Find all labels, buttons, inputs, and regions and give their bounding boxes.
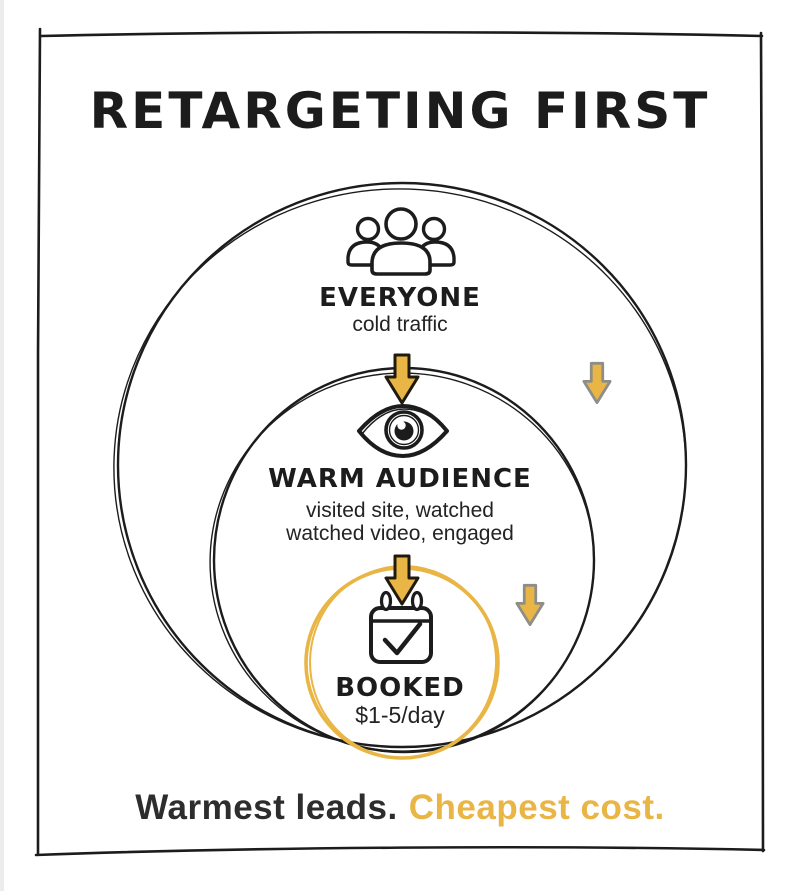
everyone-sublabel: cold traffic bbox=[352, 313, 448, 336]
down-arrow-icon bbox=[384, 353, 420, 405]
page-title: RETARGETING FIRST bbox=[89, 82, 711, 140]
everyone-label: EVERYONE bbox=[319, 283, 481, 313]
outer-circle bbox=[113, 181, 688, 749]
caption-gold-part: Cheapest cost. bbox=[408, 788, 665, 827]
down-arrow-icon bbox=[582, 361, 612, 405]
bottom-caption: Warmest leads. Cheapest cost. bbox=[135, 788, 664, 828]
caption-dark-part: Warmest leads. bbox=[135, 788, 398, 827]
sketch-frame bbox=[34, 27, 766, 857]
eye-icon bbox=[357, 404, 449, 458]
warm-subline-1: visited site, watched bbox=[306, 499, 494, 522]
calendar-check-icon bbox=[369, 590, 433, 664]
people-icon bbox=[346, 207, 456, 276]
booked-label: BOOKED bbox=[335, 673, 465, 703]
booked-price: $1-5/day bbox=[355, 702, 445, 728]
warm-audience-label: WARM AUDIENCE bbox=[268, 464, 532, 494]
down-arrow-icon bbox=[515, 583, 545, 627]
warm-subline-2: watched video, engaged bbox=[286, 522, 514, 545]
warm-audience-sublabel: visited site, watched watched video, eng… bbox=[286, 499, 514, 545]
down-arrow-icon bbox=[384, 554, 420, 606]
